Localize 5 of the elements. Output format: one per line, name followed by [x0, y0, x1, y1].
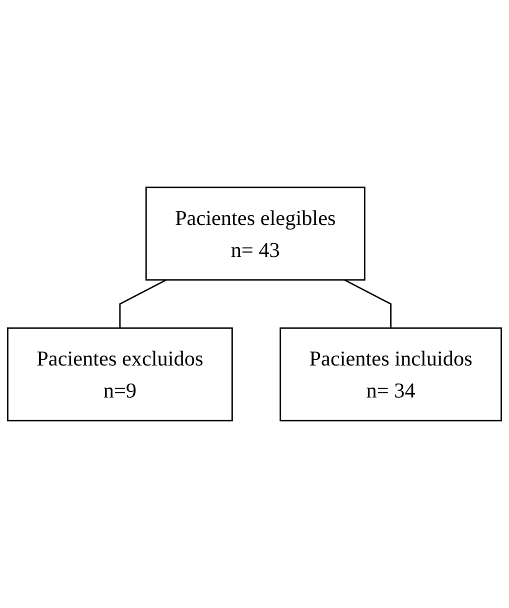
node-box: Pacientes incluidos n= 34: [280, 327, 502, 422]
node-box: Pacientes excluidos n=9: [6, 327, 233, 422]
connector: [119, 279, 167, 328]
node-box: Pacientes elegibles n= 43: [145, 186, 366, 281]
connector: [344, 279, 392, 328]
